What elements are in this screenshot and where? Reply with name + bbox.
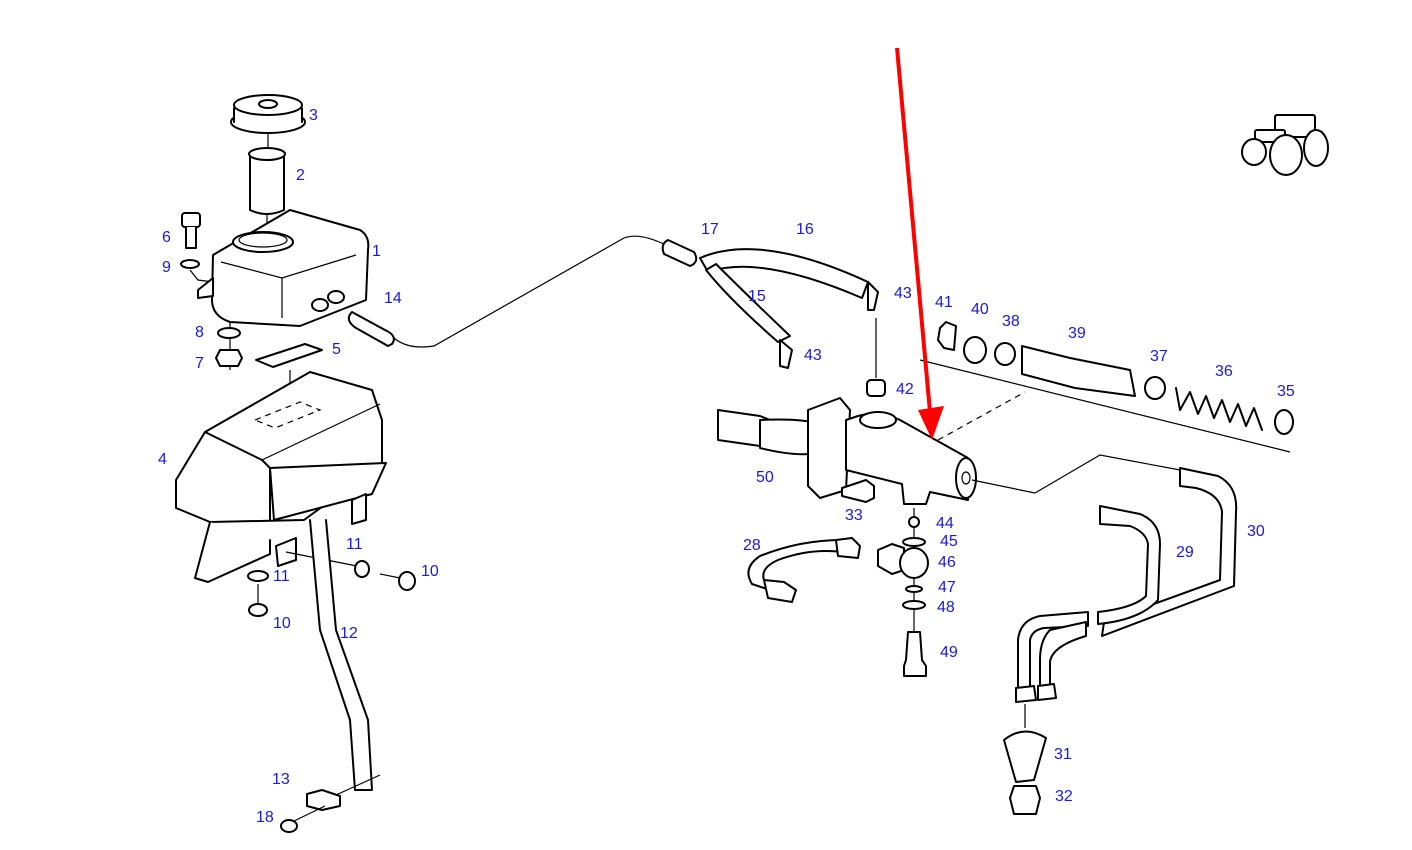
callout: 30 [1247,523,1265,540]
callout: 32 [1055,788,1073,805]
callout: 10 [273,615,291,632]
tractor-icon [1241,114,1329,176]
banjo-fitting [877,543,929,579]
callout: 18 [256,809,274,826]
callout: 44 [936,515,954,532]
reservoir-tank [211,209,370,327]
callout: 14 [384,290,402,307]
callout: 10 [421,563,439,580]
hose-tee [661,239,879,369]
washer [905,585,923,593]
clevis-pin [280,819,298,833]
seal [866,379,886,397]
washer [902,600,926,610]
callout: 5 [332,341,341,358]
callout: 36 [1215,363,1233,380]
callout: 17 [701,221,719,238]
callout: 16 [796,221,814,238]
ball [908,516,920,528]
callout: 46 [938,554,956,571]
brake-pipe [747,539,843,591]
callout: 43 [804,347,822,364]
bolt [841,479,875,503]
clip [306,789,341,811]
callout: 40 [971,301,989,318]
reservoir-filter [248,147,286,215]
callout: 13 [272,771,290,788]
pedal-pad-rubber [255,343,323,368]
callout: 47 [938,579,956,596]
callout: 7 [195,355,204,372]
bolt [181,212,201,249]
callout: 4 [158,451,167,468]
callout: 28 [743,537,761,554]
callout: 48 [937,599,955,616]
callout: 15 [748,288,766,305]
callout: 2 [296,167,305,184]
callout: 33 [845,507,863,524]
callout: 1 [372,243,381,260]
callout: 3 [309,107,318,124]
washer [354,560,370,578]
rubber-boot [1003,730,1047,783]
callout: 50 [756,469,774,486]
brake-pipes [1015,467,1238,703]
callout: 12 [340,625,358,642]
callout: 39 [1068,325,1086,342]
callout: 42 [896,381,914,398]
piston-kit [937,321,1294,435]
hose-14 [347,311,395,347]
pedal-arm [309,519,373,791]
screw [248,584,268,617]
screw [379,571,416,591]
callout: 41 [935,294,953,311]
callout: 11 [346,536,363,553]
callout: 6 [162,229,171,246]
callout: 9 [162,259,171,276]
callout: 29 [1176,544,1194,561]
callout: 43 [894,285,912,302]
washer [247,570,269,582]
washer [217,327,241,339]
callout: 37 [1150,348,1168,365]
callout: 49 [940,644,958,661]
bleed-valve [903,631,927,677]
washer [902,537,926,547]
pedal-housing [175,371,387,583]
callout: 11 [273,568,290,585]
callout: 31 [1054,746,1072,763]
adapter [1009,785,1041,815]
nut [215,349,243,367]
highlight-arrow [895,47,944,440]
master-cylinder-body [717,397,977,505]
callout: 45 [940,533,958,550]
callout: 35 [1277,383,1295,400]
callout: 38 [1002,313,1020,330]
callout: 8 [195,324,204,341]
washer [180,259,200,269]
reservoir-cap [230,94,306,134]
